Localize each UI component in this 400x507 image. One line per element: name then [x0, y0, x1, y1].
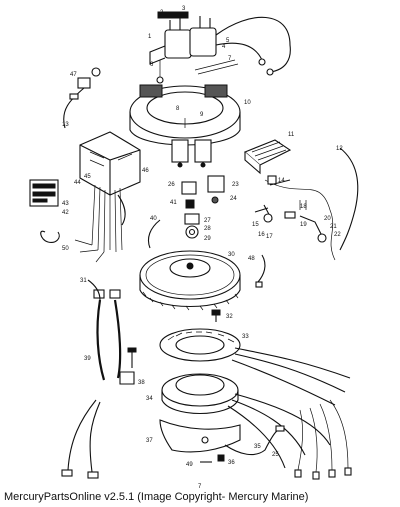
callout: 45 — [84, 174, 91, 180]
callout: 16 — [258, 232, 265, 238]
callout: 1 — [148, 34, 152, 40]
trigger-plate — [161, 373, 331, 469]
trigger-lead — [224, 425, 285, 456]
lead-wire — [339, 147, 359, 251]
callout: 25 — [272, 452, 279, 458]
bracket — [159, 419, 241, 453]
wire-clip — [40, 230, 60, 243]
callout: 5 — [226, 38, 230, 44]
copyright-caption: MercuryPartsOnline v2.5.1 (Image Copyrig… — [4, 491, 309, 503]
callout: 7 — [228, 56, 232, 62]
stator-housing — [129, 84, 241, 168]
callout: 38 — [138, 380, 145, 386]
callout: 6 — [150, 62, 154, 68]
callout: 43 — [62, 201, 69, 207]
cables-and-clips — [254, 179, 327, 243]
callout: 39 — [84, 356, 91, 362]
callout-labels: 1 2 3 4 5 6 7 8 9 10 11 12 13 14 15 16 1… — [62, 6, 343, 490]
callout: 18 — [300, 204, 307, 210]
callout: 31 — [80, 278, 87, 284]
callout: 23 — [232, 182, 239, 188]
callout: 4 — [222, 44, 226, 50]
callout: 37 — [146, 438, 153, 444]
callout: 46 — [142, 168, 149, 174]
callout: 26 — [168, 182, 175, 188]
bolt — [211, 309, 221, 322]
plug-and-lead — [63, 67, 101, 129]
callout: 48 — [248, 256, 255, 262]
callout: 19 — [300, 222, 307, 228]
callout: 17 — [266, 234, 273, 240]
flywheel — [139, 250, 241, 311]
callout: 33 — [242, 334, 249, 340]
trigger-hardware — [147, 175, 225, 249]
callout: 50 — [62, 246, 69, 252]
rectifier — [243, 139, 336, 261]
ignition-coil-assembly — [149, 11, 291, 84]
callout: 34 — [146, 396, 153, 402]
callout: 42 — [62, 210, 69, 216]
callout: 8 — [176, 106, 180, 112]
decal — [29, 179, 59, 207]
stator — [159, 328, 351, 406]
callout: 20 — [324, 216, 331, 222]
callout: 41 — [170, 200, 177, 206]
callout: 44 — [74, 180, 81, 186]
callout: 27 — [204, 218, 211, 224]
callout: 12 — [336, 146, 343, 152]
callout: 10 — [244, 100, 251, 106]
callout: 49 — [186, 462, 193, 468]
callout: 29 — [204, 236, 211, 242]
callout: 21 — [330, 224, 337, 230]
callout: 14 — [278, 178, 285, 184]
callout: 30 — [228, 252, 235, 258]
mounting-screws — [119, 347, 137, 385]
callout: 35 — [254, 444, 261, 450]
callout: 2 — [160, 10, 164, 16]
callout: 3 — [182, 6, 186, 12]
callout: 24 — [230, 196, 237, 202]
callout: 15 — [252, 222, 259, 228]
battery-cables — [61, 279, 122, 479]
callout: 47 — [70, 72, 77, 78]
callout: 28 — [204, 226, 211, 232]
bottom-bolt — [200, 454, 225, 463]
high-tension-leads — [294, 399, 352, 480]
page-number: 7 — [198, 484, 202, 490]
parts-diagram: 1 2 3 4 5 6 7 8 9 10 11 12 13 14 15 16 1… — [29, 6, 359, 490]
callout: 22 — [334, 232, 341, 238]
spark-plug-lead — [255, 254, 266, 288]
callout: 36 — [228, 460, 235, 466]
callout: 11 — [288, 132, 295, 138]
switch-box — [74, 131, 141, 263]
callout: 32 — [226, 314, 233, 320]
callout: 9 — [200, 112, 204, 118]
callout: 13 — [62, 122, 69, 128]
callout: 40 — [150, 216, 157, 222]
